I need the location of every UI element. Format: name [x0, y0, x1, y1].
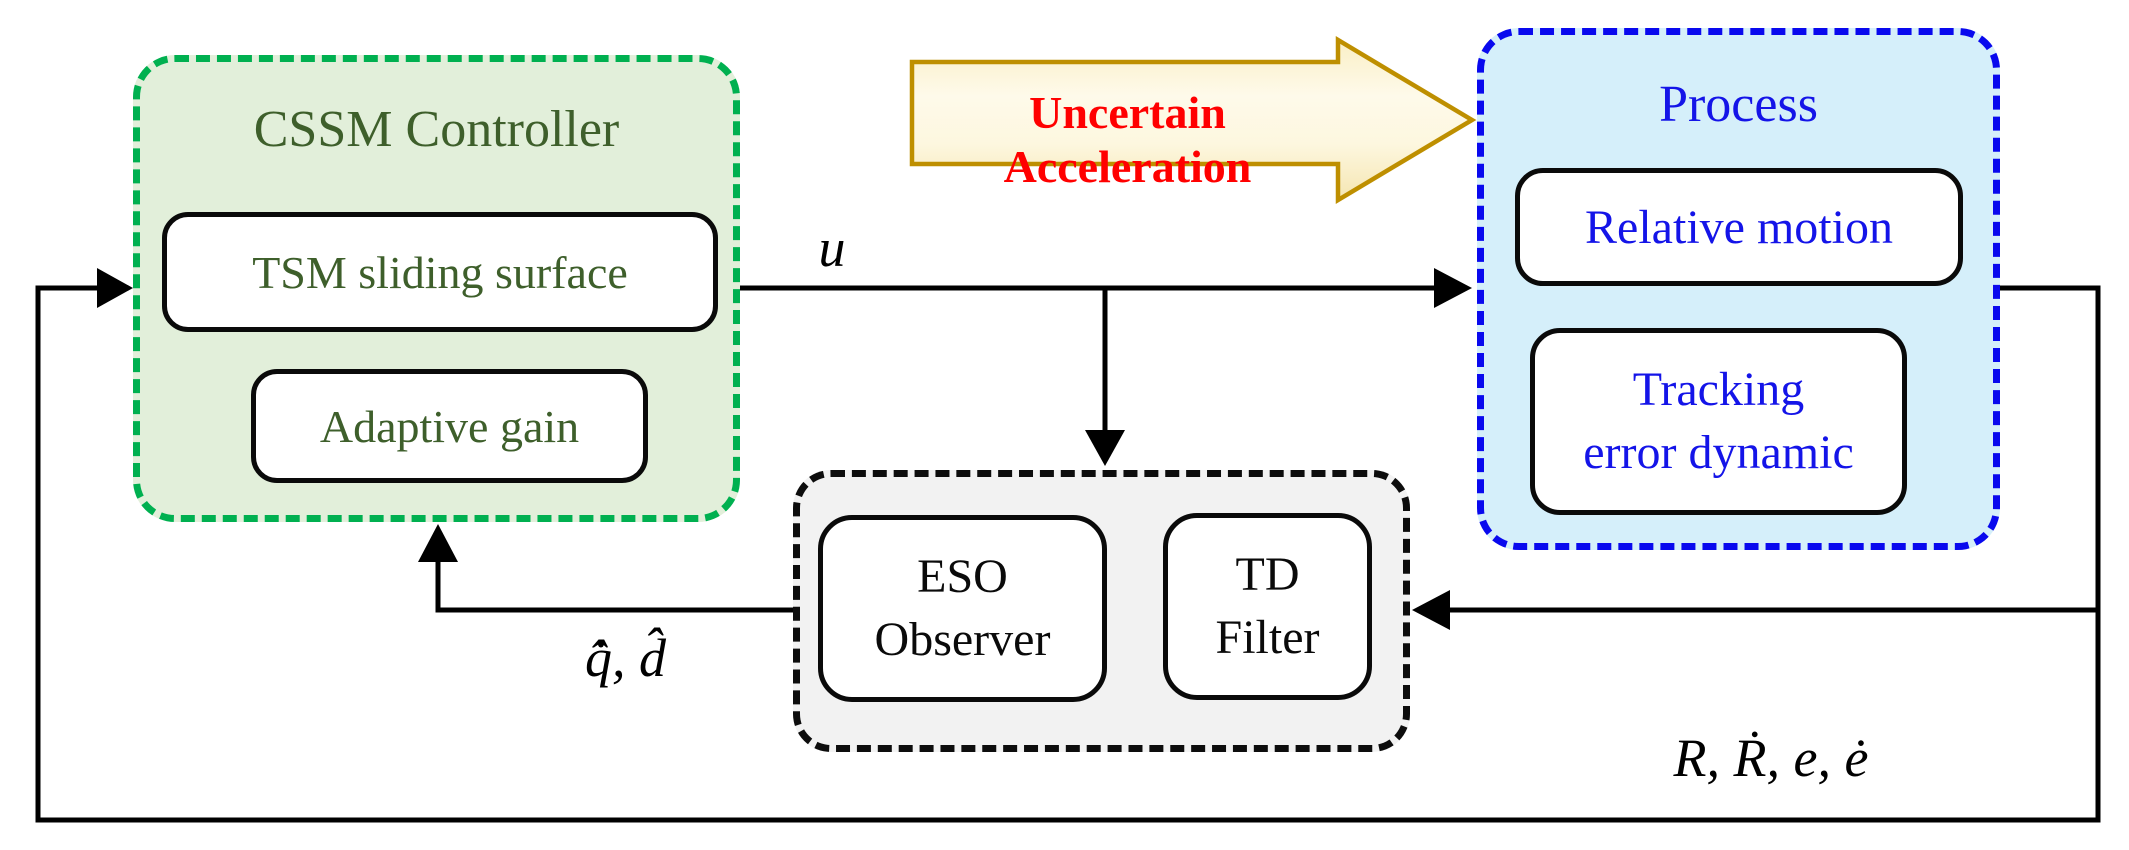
uncertain-acceleration-label: Uncertain Acceleration — [1003, 87, 1252, 192]
arrowhead-into-controller — [97, 268, 133, 308]
tsm-sliding-surface-block: TSM sliding surface — [162, 212, 718, 332]
wire-feedback-loop — [35, 285, 2101, 823]
feedback-states-label: R, Ṙ, e, ė — [1673, 728, 1869, 788]
uncertain-acceleration-block-arrow — [909, 36, 1477, 204]
controller-group-title: CSSM Controller — [253, 101, 620, 158]
eso-observer-block: ESO Observer — [818, 515, 1107, 702]
td-filter-block: TD Filter — [1163, 513, 1372, 700]
arrowhead-into-observer — [1085, 430, 1125, 466]
control-input-label: u — [818, 218, 846, 278]
observer-estimates-label: q̇̂, d̂ — [585, 628, 666, 688]
wire-estimates-to-controller — [435, 558, 793, 613]
tracking-error-dynamic-block: Tracking error dynamic — [1530, 328, 1907, 515]
process-group-title: Process — [1659, 76, 1818, 133]
arrowhead-into-td-filter — [1412, 590, 1450, 630]
arrowhead-into-adaptive-gain — [418, 524, 458, 562]
arrowhead-into-process — [1434, 268, 1472, 308]
adaptive-gain-block: Adaptive gain — [251, 369, 648, 483]
relative-motion-block: Relative motion — [1515, 168, 1963, 286]
